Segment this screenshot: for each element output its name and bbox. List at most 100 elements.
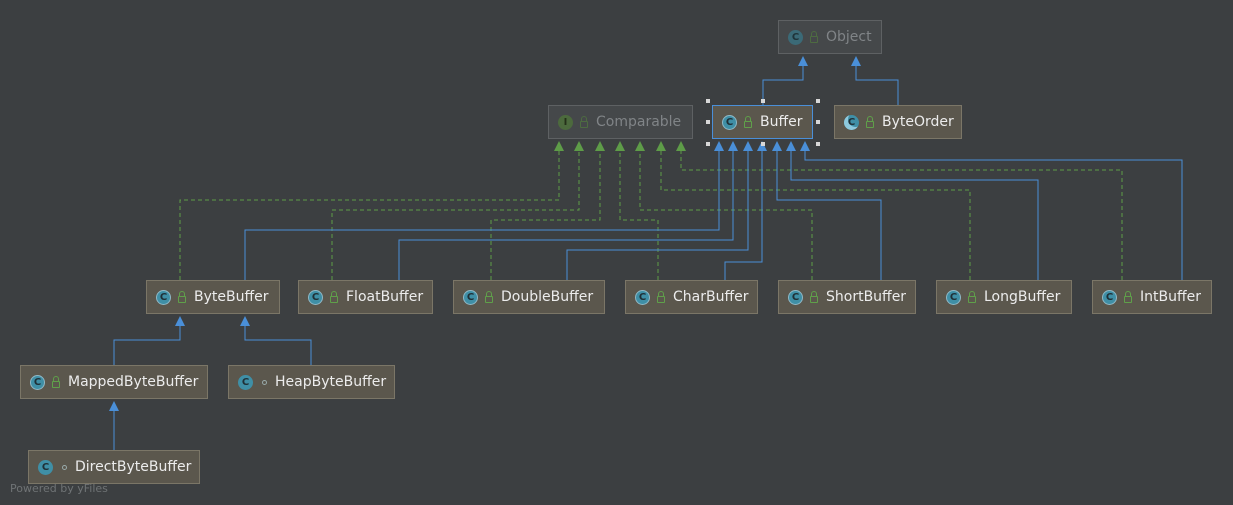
arrowhead [676,141,686,151]
public-lock-icon [866,115,874,128]
edge-floatbuffer-implements-comparable [331,150,580,280]
abstract-class-icon: C [308,289,323,305]
selection-handle[interactable] [816,142,820,146]
edge-longbuffer-extends-buffer [790,150,1039,280]
class-icon: C [788,29,803,45]
edge-floatbuffer-extends-buffer [398,150,734,280]
arrowhead [656,141,666,151]
arrowhead [772,141,782,151]
package-private-icon [262,379,267,385]
abstract-class-icon: C [946,289,961,305]
arrowhead [615,141,625,151]
edge-intbuffer-implements-comparable [680,150,1123,280]
edge-byteorder-extends-object [855,64,899,105]
abstract-class-icon: C [463,289,478,305]
interface-icon: I [558,114,573,130]
node-directbytebuffer[interactable]: C DirectByteBuffer [28,450,200,484]
public-lock-icon [52,375,60,388]
public-lock-icon [810,290,818,303]
arrowhead [851,56,861,66]
node-label: CharBuffer [673,289,749,305]
selection-handle[interactable] [761,99,765,103]
node-label: DirectByteBuffer [75,459,192,475]
edge-intbuffer-extends-buffer [804,150,1183,280]
arrowhead [743,141,753,151]
node-floatbuffer[interactable]: C FloatBuffer [298,280,433,314]
node-byteorder[interactable]: C ByteOrder [834,105,962,139]
abstract-class-icon: C [30,374,45,390]
node-label: Comparable [596,114,682,130]
abstract-class-icon: C [722,114,737,130]
yfiles-watermark: Powered by yFiles [10,482,108,495]
node-label: HeapByteBuffer [275,374,387,390]
selection-handle[interactable] [816,99,820,103]
node-label: ByteOrder [882,114,954,130]
node-bytebuffer[interactable]: C ByteBuffer [146,280,280,314]
edge-heapbytebuffer-extends-bytebuffer [244,324,312,365]
node-label: FloatBuffer [346,289,424,305]
public-lock-icon [580,115,588,128]
node-intbuffer[interactable]: C IntBuffer [1092,280,1212,314]
arrowhead [800,141,810,151]
edge-shortbuffer-extends-buffer [776,150,882,280]
arrowhead [109,401,119,411]
edge-bytebuffer-extends-buffer [244,150,720,280]
edge-doublebuffer-implements-comparable [490,150,601,280]
implements-edges [179,150,1123,280]
public-lock-icon [657,290,665,303]
arrowhead [757,141,767,151]
node-buffer[interactable]: C Buffer [712,105,813,139]
arrowhead [798,56,808,66]
edge-doublebuffer-extends-buffer [566,150,749,280]
node-doublebuffer[interactable]: C DoubleBuffer [453,280,605,314]
node-label: MappedByteBuffer [68,374,199,390]
node-label: ShortBuffer [826,289,907,305]
selection-handle[interactable] [706,99,710,103]
public-lock-icon [744,115,752,128]
node-label: Object [826,29,872,45]
public-lock-icon [330,290,338,303]
selection-handle[interactable] [706,142,710,146]
abstract-class-icon: C [788,289,803,305]
edge-shortbuffer-implements-comparable [639,150,813,280]
edge-buffer-extends-object [762,64,804,105]
arrowhead [714,141,724,151]
node-mappedbytebuffer[interactable]: C MappedByteBuffer [20,365,208,399]
abstract-class-icon: C [156,289,171,305]
public-lock-icon [810,30,818,43]
package-private-icon [62,464,67,470]
selection-handle[interactable] [761,142,765,146]
node-charbuffer[interactable]: C CharBuffer [625,280,758,314]
selection-handle[interactable] [706,120,710,124]
abstract-class-icon: C [1102,289,1117,305]
edge-charbuffer-implements-comparable [619,150,659,280]
node-longbuffer[interactable]: C LongBuffer [936,280,1072,314]
arrowhead [175,316,185,326]
node-label: ByteBuffer [194,289,269,305]
abstract-class-icon: C [635,289,650,305]
node-heapbytebuffer[interactable]: C HeapByteBuffer [228,365,395,399]
arrowhead [554,141,564,151]
edge-charbuffer-extends-buffer [724,150,763,280]
edge-bytebuffer-implements-comparable [179,150,560,280]
selection-handle[interactable] [816,120,820,124]
node-label: DoubleBuffer [501,289,594,305]
arrowhead [786,141,796,151]
extends-edges [113,64,1183,450]
public-lock-icon [178,290,186,303]
node-label: Buffer [760,114,803,130]
node-shortbuffer[interactable]: C ShortBuffer [778,280,916,314]
node-label: IntBuffer [1140,289,1201,305]
node-object[interactable]: C Object [778,20,882,54]
class-icon: C [238,374,253,390]
public-lock-icon [1124,290,1132,303]
arrowhead [635,141,645,151]
node-comparable[interactable]: I Comparable [548,105,693,139]
arrowhead [240,316,250,326]
edge-mappedbytebuffer-extends-bytebuffer [113,324,181,365]
arrowhead [595,141,605,151]
class-icon: C [38,459,53,475]
public-lock-icon [485,290,493,303]
public-lock-icon [968,290,976,303]
